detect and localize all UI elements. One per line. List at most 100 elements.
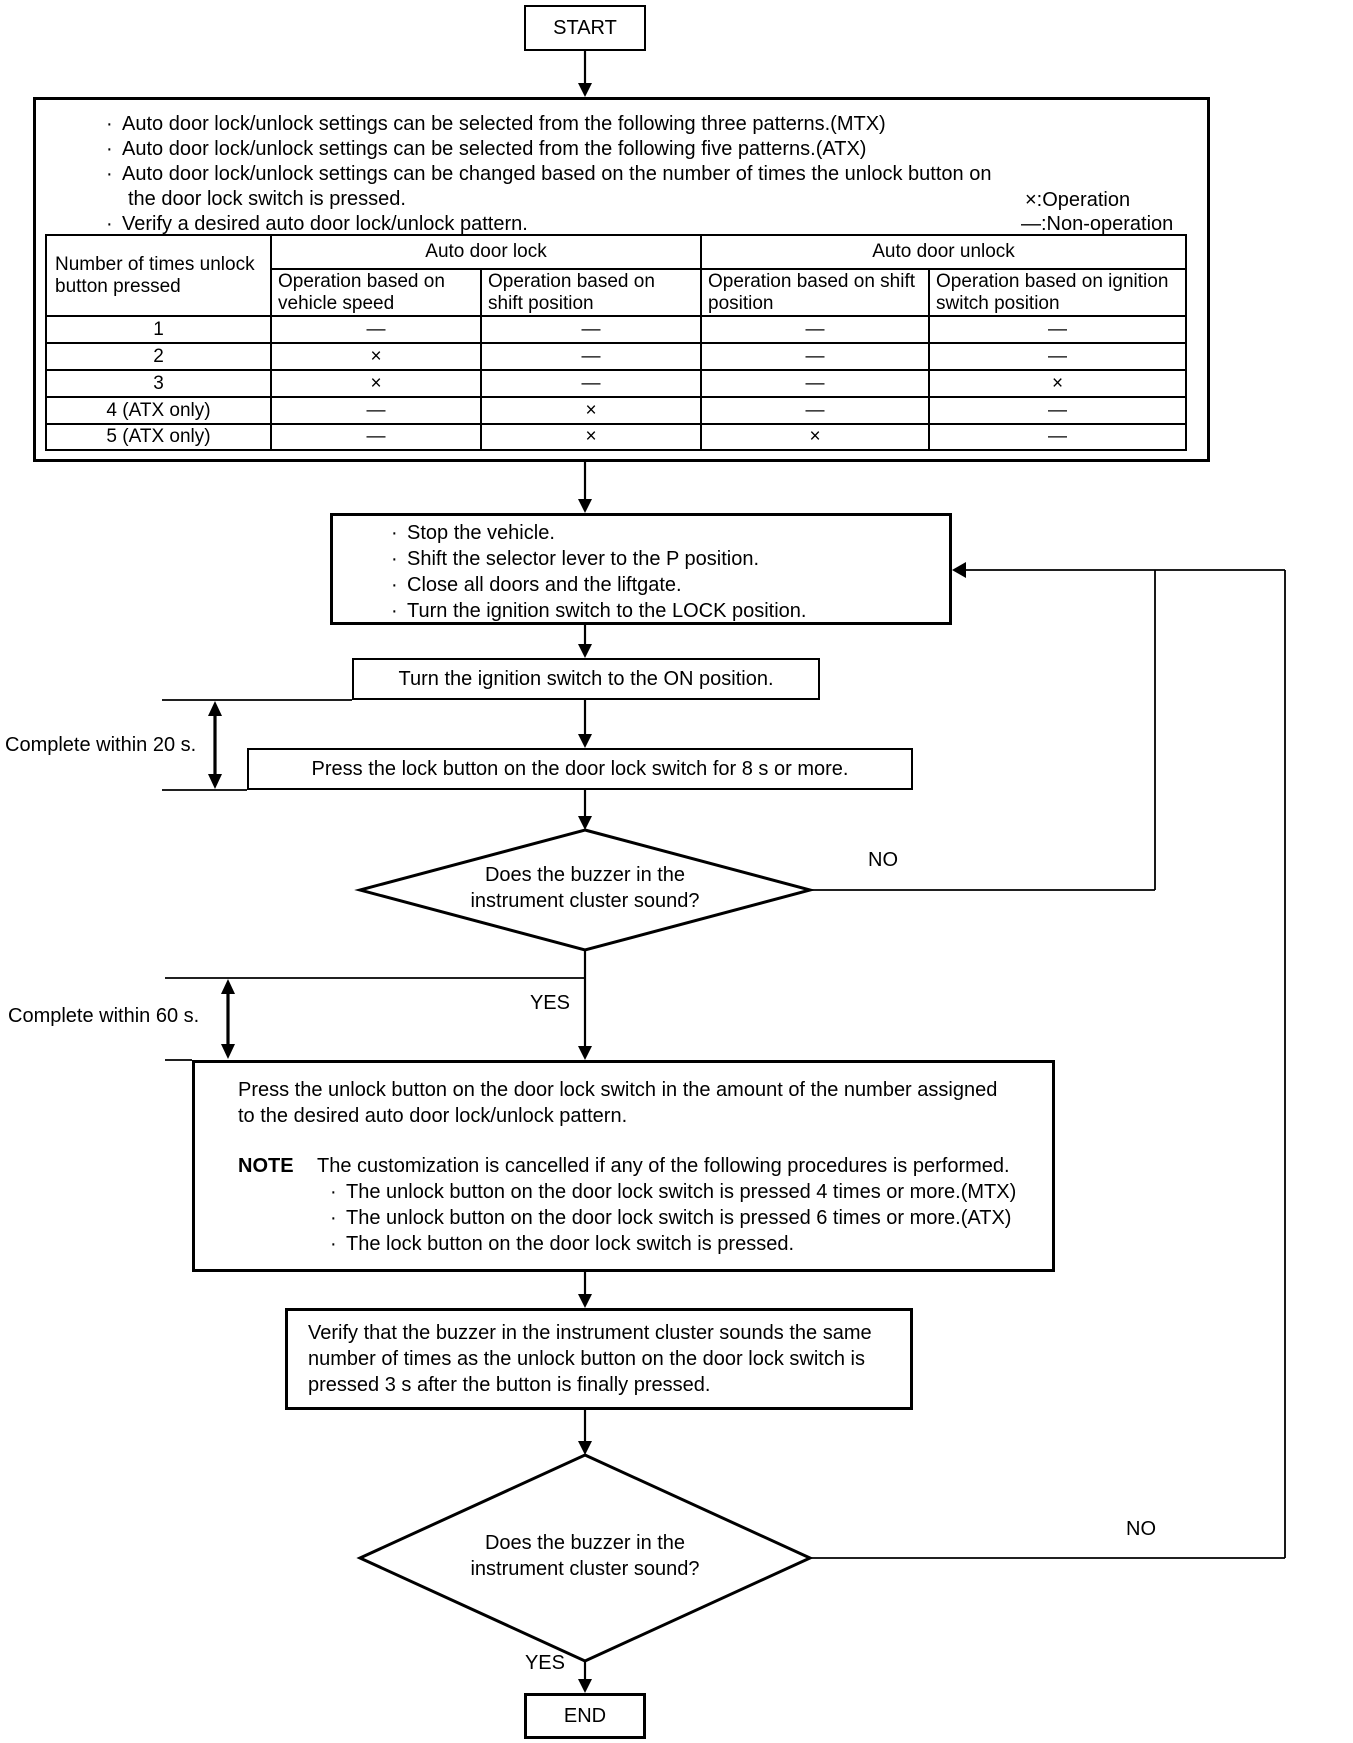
intro-bullet-text: Auto door lock/unlock settings can be ch… <box>122 163 992 185</box>
bullet-marker: · <box>330 1181 337 1203</box>
intro-bullet-continuation: the door lock switch is pressed. <box>128 186 406 212</box>
end-node: END <box>524 1693 646 1739</box>
table-row: 2 × — — — <box>45 342 1187 371</box>
flow-arrow <box>578 790 592 830</box>
complete-60s-label: Complete within 60 s. <box>8 1005 200 1027</box>
column-header: Operation based on vehicle speed <box>270 268 482 317</box>
table-cell: — <box>270 396 482 425</box>
table-cell: — <box>700 369 930 398</box>
intro-bullet: ·Auto door lock/unlock settings can be s… <box>106 136 866 162</box>
note-bullet: · The unlock button on the door lock swit… <box>330 1179 1016 1205</box>
flow-arrow <box>578 950 592 1060</box>
buzzer-decision-2-text: Does the buzzer in the instrument cluste… <box>430 1530 740 1582</box>
step-text: Turn the ignition switch to the LOCK pos… <box>407 600 807 622</box>
table-cell: — <box>480 369 702 398</box>
row-label: 3 <box>45 369 272 398</box>
group-header-unlock: Auto door unlock <box>700 234 1187 270</box>
intro-bullet: ·Auto door lock/unlock settings can be s… <box>106 111 886 137</box>
decision-line: instrument cluster sound? <box>470 1558 700 1580</box>
table-cell: — <box>480 315 702 344</box>
intro-bullet: · Verify a desired auto door lock/unlock … <box>106 211 528 237</box>
table-cell: × <box>270 342 482 371</box>
table-cell: — <box>700 315 930 344</box>
note-text: The customization is cancelled if any of… <box>317 1155 1010 1177</box>
bracket-60s <box>165 977 585 1061</box>
row-label: 1 <box>45 315 272 344</box>
step-text: pressed 3 s after the button is finally … <box>308 1374 711 1396</box>
table-cell: × <box>480 396 702 425</box>
bullet-marker: · <box>330 1207 337 1229</box>
yes-label-1: YES <box>529 992 570 1014</box>
table-cell: — <box>700 342 930 371</box>
decision-line: Does the buzzer in the <box>484 864 686 886</box>
no-label-2: NO <box>1126 1518 1156 1540</box>
no-label-1: NO <box>868 849 898 871</box>
note-label: NOTE <box>238 1155 294 1177</box>
step-line: · Shift the selector lever to the P posit… <box>391 546 759 572</box>
bullet-marker: · <box>391 600 398 622</box>
flow-arrow <box>578 1661 592 1693</box>
row-label: 2 <box>45 342 272 371</box>
bullet-marker: · <box>391 522 398 544</box>
note-bullet-text: The unlock button on the door lock switc… <box>346 1181 1017 1203</box>
table-row: 3 × — — × <box>45 369 1187 398</box>
table-cell: × <box>270 369 482 398</box>
table-cell: — <box>928 342 1187 371</box>
table-sub-header-row: Operation based on vehicle speed Operati… <box>46 268 1187 317</box>
note-bullet: · The unlock button on the door lock swit… <box>330 1205 1011 1231</box>
intro-bullet-text: Verify a desired auto door lock/unlock p… <box>122 213 528 235</box>
table-cell: — <box>928 315 1187 344</box>
table-cell: × <box>700 423 930 451</box>
bullet-marker: · <box>106 138 113 160</box>
step-line: · Turn the ignition switch to the LOCK po… <box>391 598 806 624</box>
table-cell: — <box>480 342 702 371</box>
bullet-marker: · <box>391 574 398 596</box>
yes-label-2: YES <box>524 1652 565 1674</box>
note-bullet-text: The unlock button on the door lock switc… <box>346 1207 1012 1229</box>
bullet-marker: · <box>106 163 113 185</box>
start-node: START <box>524 5 646 51</box>
step-line: · Stop the vehicle. <box>391 520 555 546</box>
table-cell: — <box>270 423 482 451</box>
column-header: Operation based on shift position <box>700 268 930 317</box>
step-text: Shift the selector lever to the P positi… <box>407 548 760 570</box>
table-cell: × <box>480 423 702 451</box>
flow-arrow <box>578 462 592 513</box>
step-text: Stop the vehicle. <box>407 522 555 544</box>
decision-line: instrument cluster sound? <box>470 890 700 912</box>
intro-bullet-text: the door lock switch is pressed. <box>128 188 406 210</box>
note-bullet-text: The lock button on the door lock switch … <box>346 1233 795 1255</box>
table-cell: — <box>928 423 1187 451</box>
intro-bullet-text: Auto door lock/unlock settings can be se… <box>122 113 886 135</box>
press-lock-box: Press the lock button on the door lock s… <box>247 748 913 790</box>
bullet-marker: · <box>391 548 398 570</box>
step-text: Press the unlock button on the door lock… <box>238 1079 998 1101</box>
complete-20s-label: Complete within 20 s. <box>5 734 197 756</box>
table-cell: — <box>700 396 930 425</box>
flow-arrow <box>578 700 592 748</box>
pattern-table: Number of times unlock button pressed Au… <box>45 234 1187 451</box>
table-cell: — <box>928 396 1187 425</box>
step-text: to the desired auto door lock/unlock pat… <box>238 1105 628 1127</box>
legend-operation: ×:Operation <box>1025 189 1131 211</box>
step-text: number of times as the unlock button on … <box>308 1348 865 1370</box>
bullet-marker: · <box>330 1233 337 1255</box>
end-label: END <box>563 1705 607 1727</box>
step-line: · Close all doors and the liftgate. <box>391 572 682 598</box>
flow-arrow <box>578 625 592 658</box>
step-text: Turn the ignition switch to the ON posit… <box>398 668 774 690</box>
bullet-marker: · <box>106 213 113 235</box>
step-text: Verify that the buzzer in the instrument… <box>308 1322 872 1344</box>
note-bullet: · The lock button on the door lock switch… <box>330 1231 794 1257</box>
buzzer-decision-1-text: Does the buzzer in the instrument cluste… <box>430 862 740 914</box>
column-header: Operation based on ignition switch posit… <box>928 268 1187 317</box>
table-cell: × <box>928 369 1187 398</box>
row-label: 4 (ATX only) <box>45 396 272 425</box>
step-text: Close all doors and the liftgate. <box>407 574 682 596</box>
legend-non-operation: —:Non-operation <box>1021 213 1174 235</box>
decision-line: Does the buzzer in the <box>484 1532 686 1554</box>
bracket-20s <box>162 699 352 791</box>
flow-arrow <box>578 1410 592 1455</box>
